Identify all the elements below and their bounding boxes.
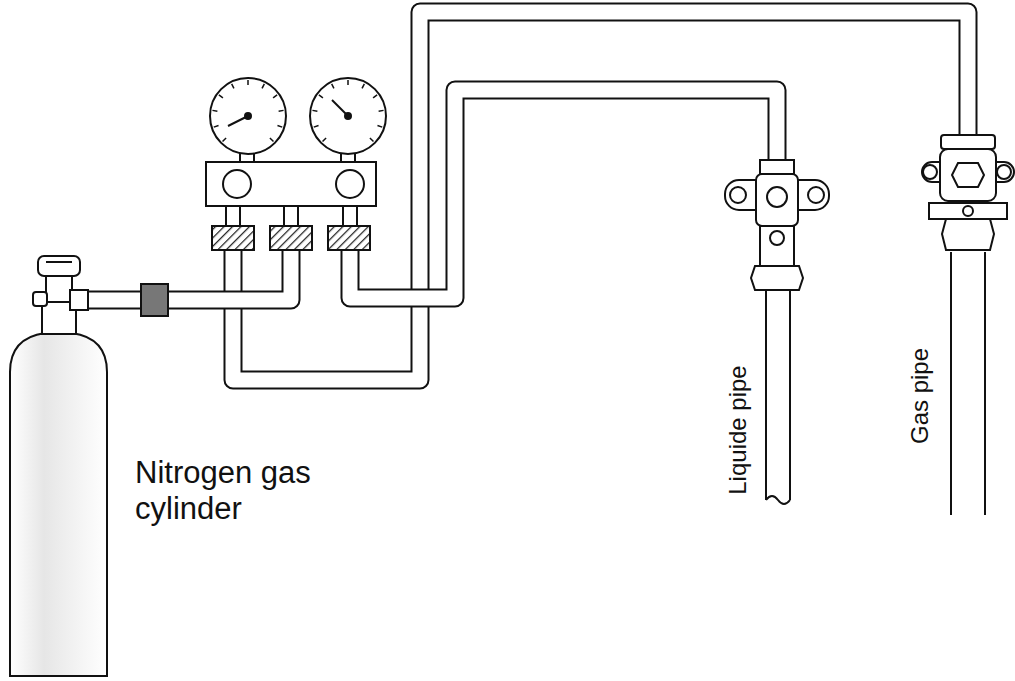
hose-fitting (141, 284, 168, 316)
pipe-label: Liquide pipe (724, 365, 752, 494)
gauge-ticks (212, 80, 383, 141)
gas-service-valve (922, 135, 1014, 515)
liquid-service-valve (725, 160, 829, 504)
gauge-manifold (206, 78, 386, 250)
nitrogen-cylinder (10, 256, 107, 676)
hoses (85, 12, 968, 380)
cylinder-label: Nitrogen gas cylinder (135, 455, 375, 526)
pipe-label: Gas pipe (906, 348, 934, 444)
